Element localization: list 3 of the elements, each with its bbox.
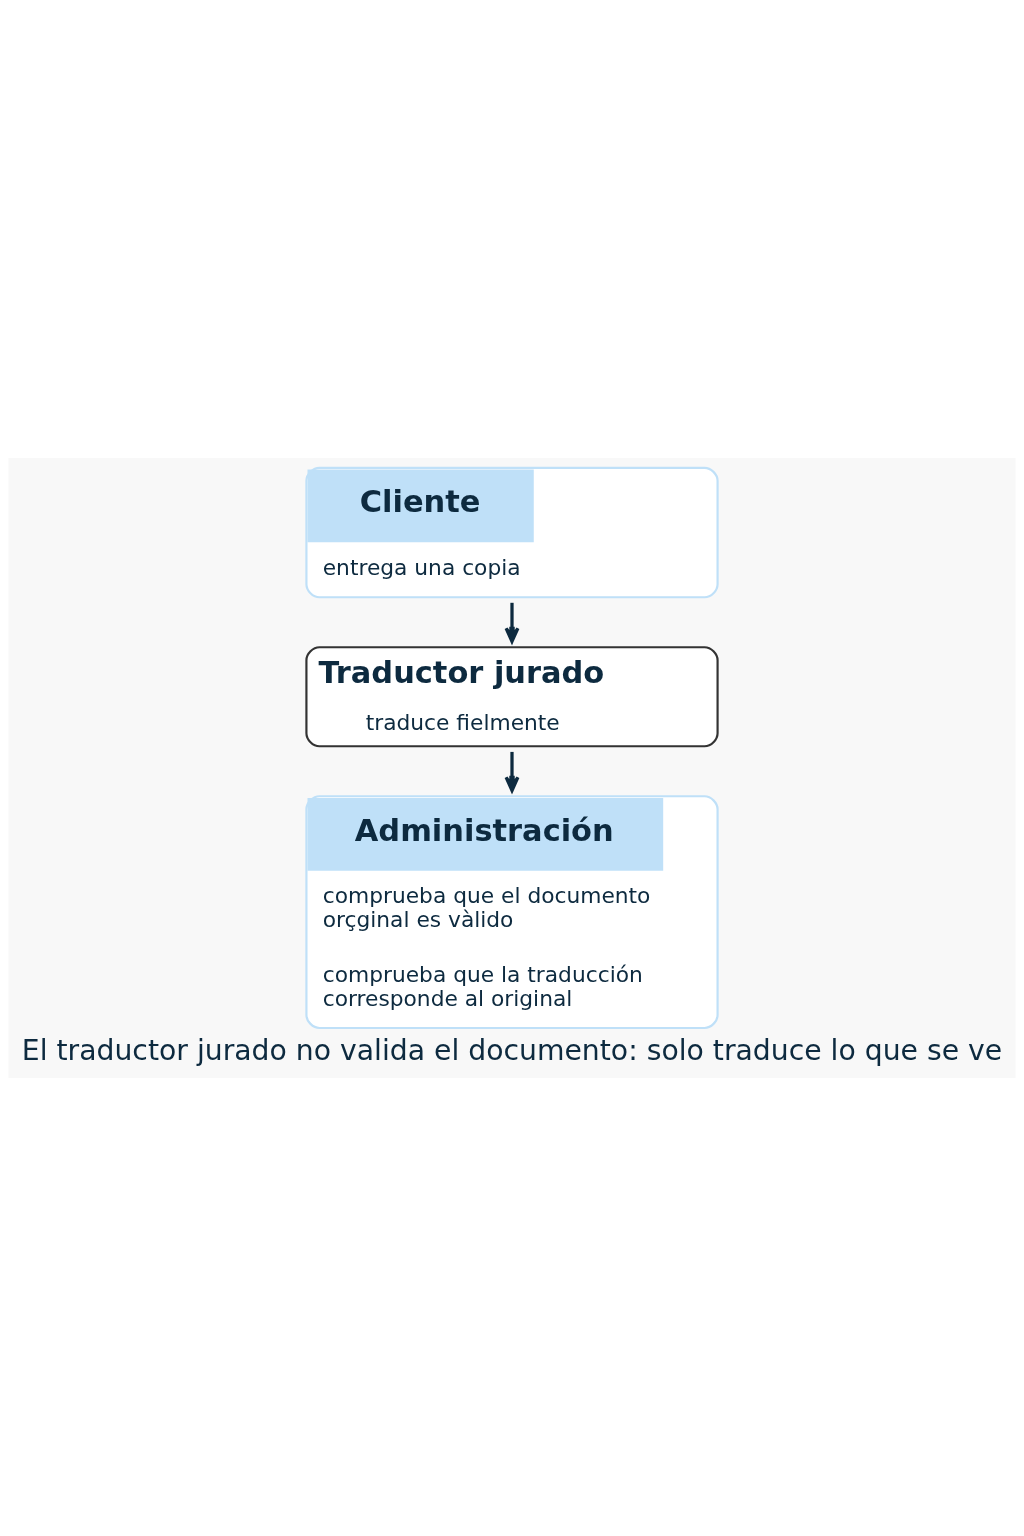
caption: El traductor jurado no valida el documento: solo traduce lo que se ve <box>21 1034 1003 1068</box>
arrow <box>504 751 520 793</box>
arrow <box>504 602 520 644</box>
